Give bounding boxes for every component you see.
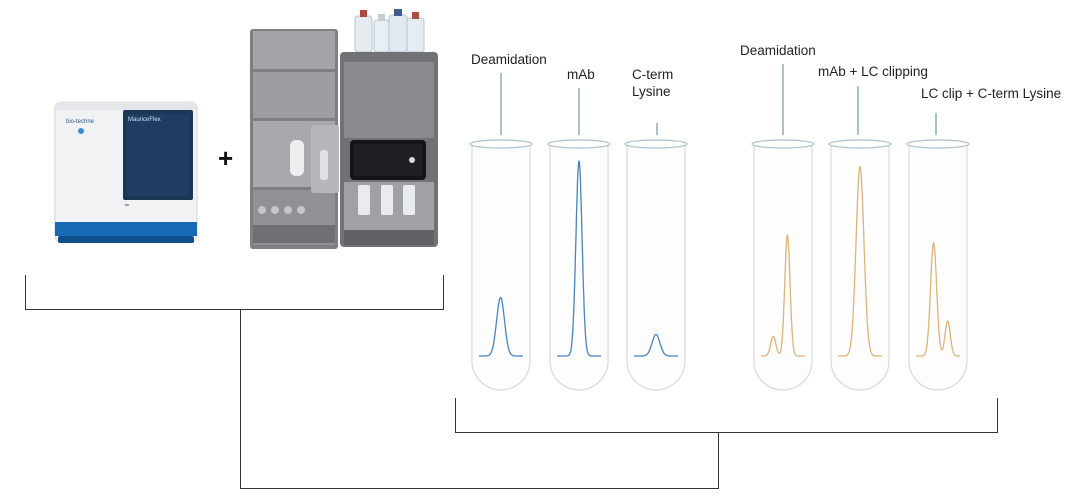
electropherogram-trace xyxy=(915,242,961,357)
tube-4: Deamidation xyxy=(740,43,816,391)
tube-label: LC clip + C-term Lysine xyxy=(921,86,1061,101)
tube-body xyxy=(753,145,813,391)
tube-body xyxy=(908,145,968,391)
instrument-brand-text: bio-techne xyxy=(66,119,95,125)
electropherogram-trace xyxy=(837,166,883,357)
joining-bracket xyxy=(240,309,719,489)
plus-sign: + xyxy=(218,143,233,173)
tube-2: mAb xyxy=(547,67,611,391)
tube-label: Lysine xyxy=(632,84,671,99)
tube-label: Deamidation xyxy=(740,43,816,58)
tube-label: mAb xyxy=(567,67,595,82)
tube-label: C-term xyxy=(632,67,673,82)
maurice-flex-instrument: MauriceFlex bio-techne xyxy=(54,101,198,243)
electropherograms-bracket xyxy=(455,398,998,433)
electropherogram-trace xyxy=(478,296,524,357)
tube-body xyxy=(549,145,609,391)
tube-rim xyxy=(828,139,892,149)
brand-logo-icon xyxy=(78,128,84,134)
electropherogram-trace xyxy=(760,234,806,357)
lc-ms-system xyxy=(250,9,438,249)
tube-6: LC clip + C-term Lysine xyxy=(906,86,1061,391)
electropherogram-trace xyxy=(556,160,602,357)
tube-label: Deamidation xyxy=(471,52,547,67)
tube-body xyxy=(626,145,686,391)
connector-lines xyxy=(25,275,998,489)
tube-label: mAb + LC clipping xyxy=(818,64,928,79)
tube-rim xyxy=(547,139,611,149)
tube-rim xyxy=(624,139,688,149)
tube-body xyxy=(471,145,531,391)
solvent-bottles xyxy=(354,9,425,53)
tube-body xyxy=(830,145,890,391)
tube-5: mAb + LC clipping xyxy=(818,64,928,391)
column-door-handle xyxy=(290,140,304,176)
instrument-model-text: MauriceFlex xyxy=(128,117,161,123)
tube-rim xyxy=(906,139,970,149)
electropherogram-trace xyxy=(633,333,679,357)
tube-1: Deamidation xyxy=(469,52,547,391)
tube-rim xyxy=(751,139,815,149)
tube-rim xyxy=(469,139,533,149)
instruments-bracket xyxy=(25,275,444,310)
